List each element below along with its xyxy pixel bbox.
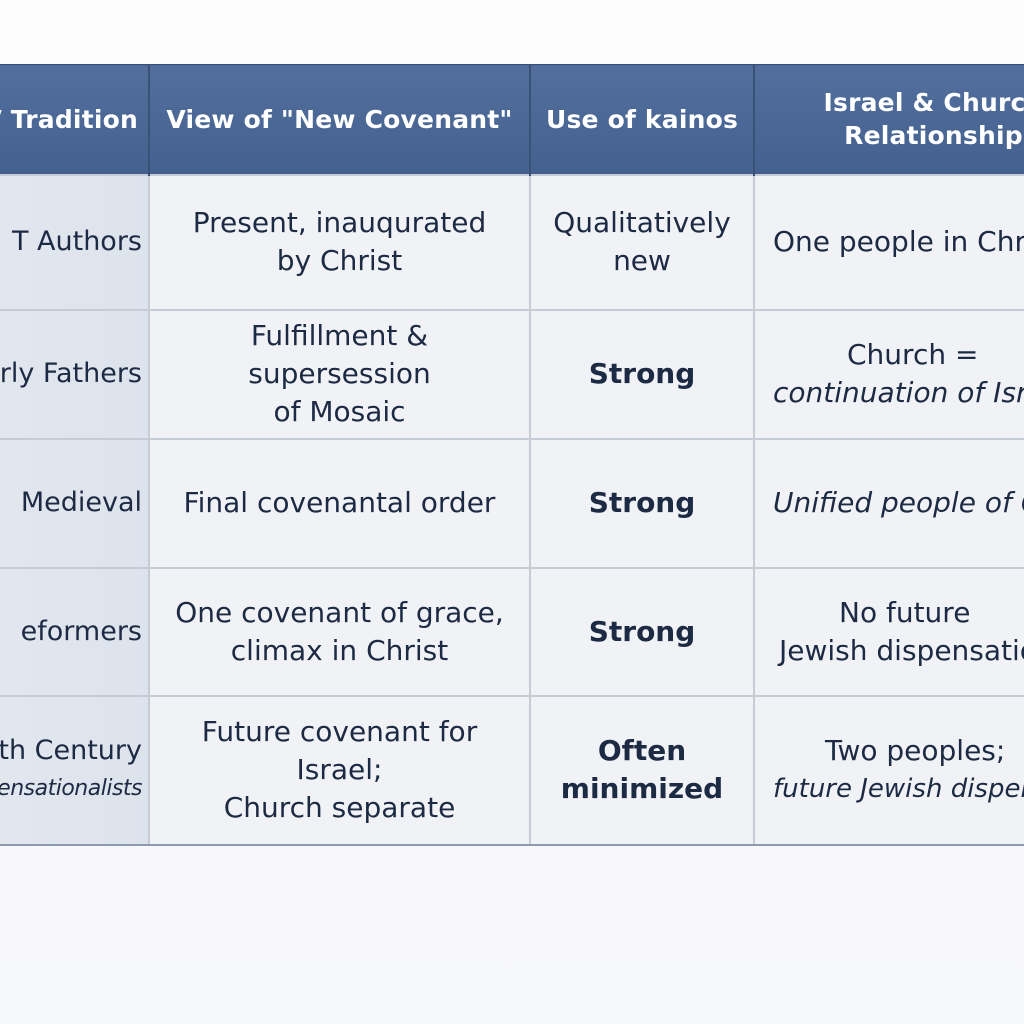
table-header: a / Tradition View of "New Covenant" Use… (0, 64, 1024, 175)
header-use-of-kainos-text: Use of kainos (545, 104, 739, 134)
view-cell: Present, inauqurated by Christ (148, 173, 531, 311)
relationship-text-line-2: continuation of Israe (773, 376, 1024, 409)
relationship-cell: Two peoples; future Jewish dispensat (753, 694, 1024, 846)
view-cell: Final covenantal order (148, 437, 531, 569)
view-text-line-1: One covenant of grace, (175, 595, 504, 629)
relationship-text: One people in Christ (773, 225, 1024, 258)
header-view-new-covenant: View of "New Covenant" (149, 64, 531, 175)
kainos-text: Strong (588, 614, 696, 648)
kainos-text-line-1: Often (597, 734, 687, 767)
era-cell: rly Fathers (0, 308, 150, 440)
header-israel-church-relationship: Israel & Church Relationship (754, 64, 1024, 175)
kainos-text-line-2: new (613, 244, 671, 277)
relationship-cell: No future Jewish dispensation (753, 566, 1024, 697)
kainos-cell: Often minimized (529, 694, 755, 846)
kainos-cell: Strong (529, 308, 755, 440)
view-text-line-1: Fulfillment & supersession (248, 319, 431, 390)
relationship-text-line-2: future Jewish dispensat (773, 774, 1024, 804)
view-text-line-2: Church separate (223, 791, 456, 824)
relationship-cell: One people in Christ (753, 173, 1024, 311)
relationship-text-line-1: No future (839, 595, 971, 629)
view-text-line-1: Present, inauqurated (192, 206, 487, 239)
relationship-text-line-1: Church = (847, 338, 979, 371)
era-cell: Medieval (0, 437, 150, 569)
view-text-line-1: Future covenant for Israel; (201, 715, 478, 786)
kainos-text-line-2: minimized (560, 772, 724, 805)
kainos-text: Strong (588, 486, 696, 519)
table-row: rly Fathers Fulfillment & supersession o… (0, 308, 1024, 440)
relationship-cell: Church = continuation of Israe (753, 308, 1024, 440)
kainos-text-line-1: Qualitatively (553, 206, 731, 239)
era-cell: eformers (0, 566, 150, 697)
kainos-cell: Strong (529, 437, 755, 569)
view-cell: One covenant of grace, climax in Christ (148, 566, 531, 697)
kainos-cell: Strong (529, 566, 755, 697)
header-row: a / Tradition View of "New Covenant" Use… (0, 64, 1024, 175)
era-cell: th Century pensationalists (0, 694, 150, 846)
relationship-text-line-1: Two peoples; (825, 734, 1006, 767)
view-text-line-2: climax in Christ (230, 633, 449, 667)
kainos-cell: Qualitatively new (529, 173, 755, 311)
view-text-line-2: of Mosaic (273, 395, 406, 428)
view-text-line-2: by Christ (276, 244, 403, 277)
era-text: eformers (20, 615, 142, 647)
table-row: T Authors Present, inauqurated by Christ… (0, 173, 1024, 311)
covenant-comparison-table: a / Tradition View of "New Covenant" Use… (0, 64, 1024, 846)
era-cell: T Authors (0, 173, 150, 311)
table-row: th Century pensationalists Future covena… (0, 694, 1024, 846)
era-text: Medieval (20, 487, 142, 518)
era-text: T Authors (11, 226, 142, 257)
view-cell: Future covenant for Israel; Church separ… (148, 694, 531, 846)
era-text: rly Fathers (0, 358, 142, 389)
header-era-tradition: a / Tradition (0, 64, 150, 175)
relationship-cell: Unified people of Goc (753, 437, 1024, 569)
header-israel-church-text: Israel & Church Relationship (823, 88, 1024, 151)
era-text-line-2: pensationalists (0, 776, 143, 801)
table-body: T Authors Present, inauqurated by Christ… (0, 173, 1024, 846)
era-text-line-1: th Century (0, 735, 142, 766)
table-row: eformers One covenant of grace, climax i… (0, 566, 1024, 697)
relationship-text-line-2: Jewish dispensation (779, 633, 1024, 667)
kainos-text: Strong (588, 357, 696, 390)
table-row: Medieval Final covenantal order Strong U… (0, 437, 1024, 569)
view-cell: Fulfillment & supersession of Mosaic (148, 308, 531, 440)
relationship-text: Unified people of Goc (773, 486, 1024, 519)
view-text: Final covenantal order (183, 486, 496, 519)
header-use-of-kainos: Use of kainos (530, 64, 755, 175)
